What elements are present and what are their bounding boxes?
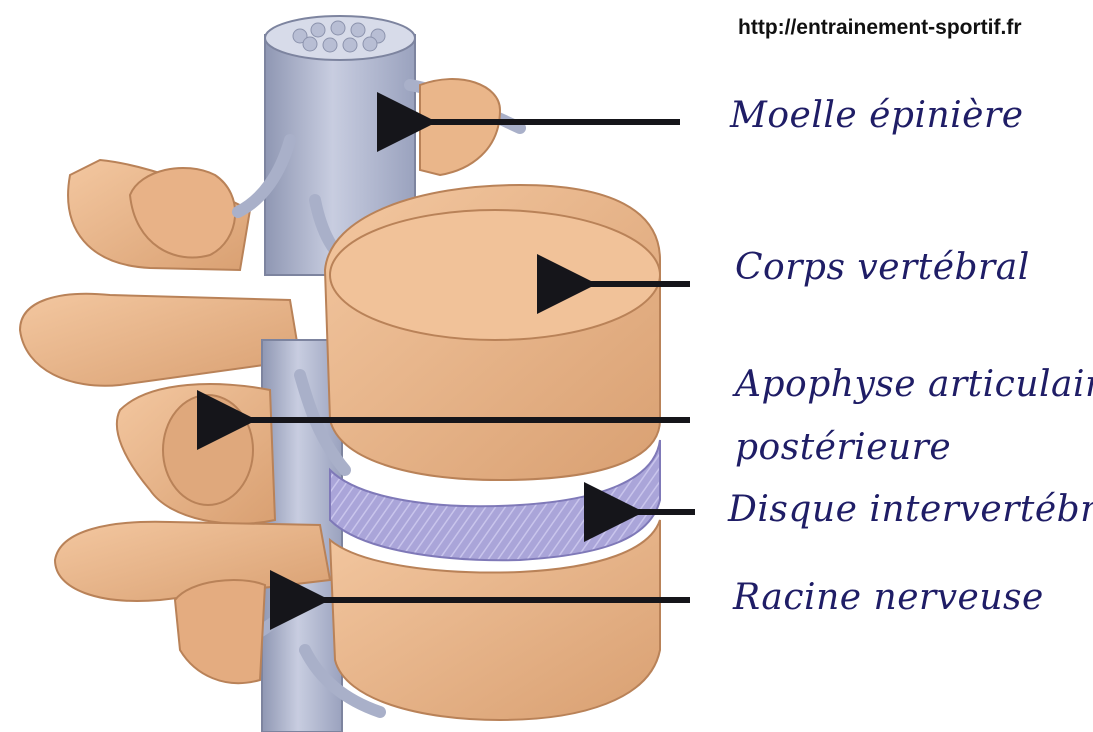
label-racine: Racine nerveuse bbox=[733, 580, 1044, 616]
label-corps: Corps vertébral bbox=[735, 250, 1030, 286]
label-disque: Disque intervertébral bbox=[728, 492, 1093, 528]
label-apophyse-line1: Apophyse articulaire bbox=[735, 367, 1093, 403]
label-apophyse-line2: postérieure bbox=[735, 430, 951, 466]
label-moelle: Moelle épinière bbox=[730, 98, 1024, 134]
articular-process bbox=[117, 384, 275, 524]
